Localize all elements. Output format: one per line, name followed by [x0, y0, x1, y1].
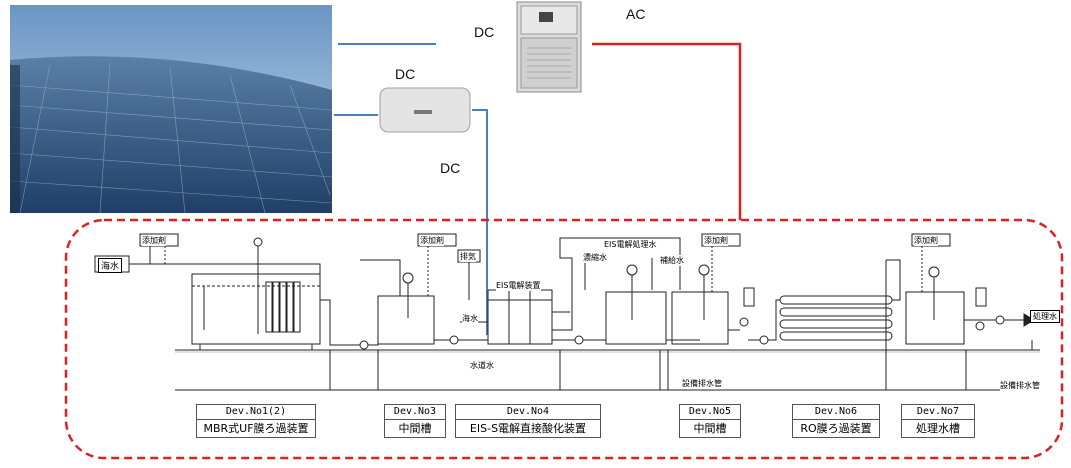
additive-label-2: 添加剤: [420, 235, 444, 246]
ac-label: AC: [626, 6, 646, 22]
device-mbr: Dev.No1(2) MBR式UF膜ろ過装置: [196, 404, 316, 439]
device-number: Dev.No1(2): [197, 405, 315, 420]
device-title: RO膜ろ過装置: [800, 422, 872, 435]
solar-panel-photo: [10, 5, 332, 213]
device-title: MBR式UF膜ろ過装置: [203, 422, 309, 435]
additive-label-1: 添加剤: [142, 235, 166, 246]
plant-boundary: [64, 218, 1064, 460]
eis-treated-label: EIS電解処理水: [604, 239, 657, 250]
dc-label-inverter: DC: [395, 66, 416, 82]
device-number: Dev.No6: [793, 405, 879, 420]
device-eis: Dev.No4 EIS-S電解直接酸化装置: [455, 404, 601, 439]
device-tank-3: Dev.No3 中間槽: [384, 404, 446, 439]
concentrate-label: 濃縮水: [583, 252, 607, 263]
device-title: EIS-S電解直接酸化装置: [469, 422, 587, 435]
device-number: Dev.No4: [456, 405, 600, 420]
seawater-feed-label: 海水: [462, 313, 478, 324]
dc-line-inverter-to-eis: [472, 109, 488, 335]
treated-water-label: 処理水: [1030, 310, 1060, 323]
device-number: Dev.No7: [902, 405, 974, 420]
intermediate-tank-5a: [605, 291, 667, 345]
dc-label-down: DC: [440, 160, 461, 176]
tap-water-label: 水道水: [470, 360, 494, 371]
device-ro: Dev.No6 RO膜ろ過装置: [792, 404, 880, 439]
device-treated-tank: Dev.No7 処理水槽: [901, 404, 975, 439]
additive-label-3: 添加剤: [704, 235, 728, 246]
eis-electrolysis-unit: [487, 289, 553, 345]
ro-membrane-modules: [779, 295, 893, 341]
ac-line: [592, 42, 742, 220]
device-tank-5: Dev.No5 中間槽: [679, 404, 741, 439]
device-title: 中間槽: [398, 422, 432, 435]
eis-unit-label: EIS電解装置: [496, 280, 541, 291]
intermediate-tank-5b: [671, 291, 729, 345]
device-number: Dev.No5: [680, 405, 740, 420]
device-title: 中間槽: [693, 422, 727, 435]
device-title: 処理水槽: [916, 422, 960, 435]
intermediate-tank-3: [377, 295, 435, 345]
seawater-inlet-label: 海水: [98, 258, 123, 273]
exhaust-label: 排気: [460, 251, 476, 262]
drain-label-2: 設備排水管: [1000, 380, 1040, 391]
dc-converter-unit: [379, 87, 471, 133]
additive-label-4: 添加剤: [914, 235, 938, 246]
treated-water-tank: [905, 291, 965, 345]
device-number: Dev.No3: [385, 405, 445, 420]
dc-label-top: DC: [474, 24, 495, 40]
power-conditioner-cabinet: [516, 1, 582, 93]
mbr-tank: [191, 273, 321, 345]
makeup-label: 補給水: [660, 255, 684, 266]
uf-membrane-modules: [265, 281, 301, 333]
drain-label-1: 設備排水管: [682, 378, 722, 389]
